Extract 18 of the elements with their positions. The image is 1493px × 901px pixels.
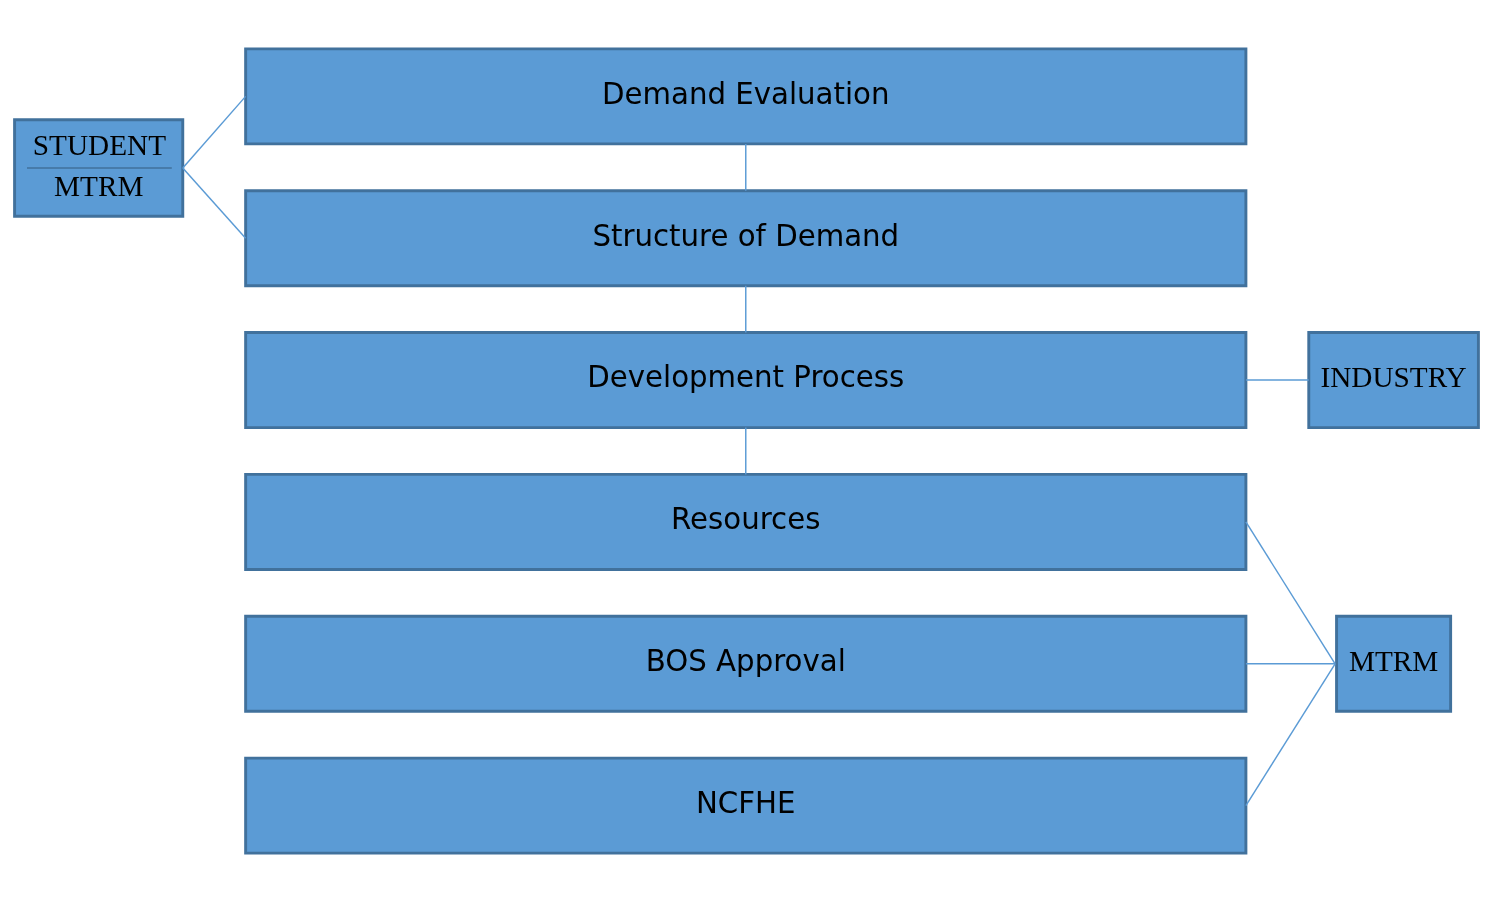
node-box: Structure of Demand	[244, 188, 1248, 287]
connector	[1245, 520, 1336, 664]
connector	[1245, 662, 1336, 806]
connector	[745, 284, 747, 333]
connector	[745, 426, 747, 475]
connector	[182, 166, 247, 239]
connector	[1245, 662, 1336, 664]
node-box: Demand Evaluation	[244, 46, 1248, 145]
node-box: Resources	[244, 472, 1248, 571]
node-box: BOS Approval	[244, 614, 1248, 713]
node-box: MTRM	[1335, 614, 1453, 713]
connector	[1245, 378, 1310, 381]
node-box: NCFHE	[244, 756, 1248, 855]
node-box: INDUSTRY	[1307, 330, 1480, 429]
node-box: Development Process	[244, 330, 1248, 429]
node-box: STUDENT MTRM	[13, 117, 185, 218]
connector	[182, 95, 247, 169]
connector	[745, 142, 747, 191]
